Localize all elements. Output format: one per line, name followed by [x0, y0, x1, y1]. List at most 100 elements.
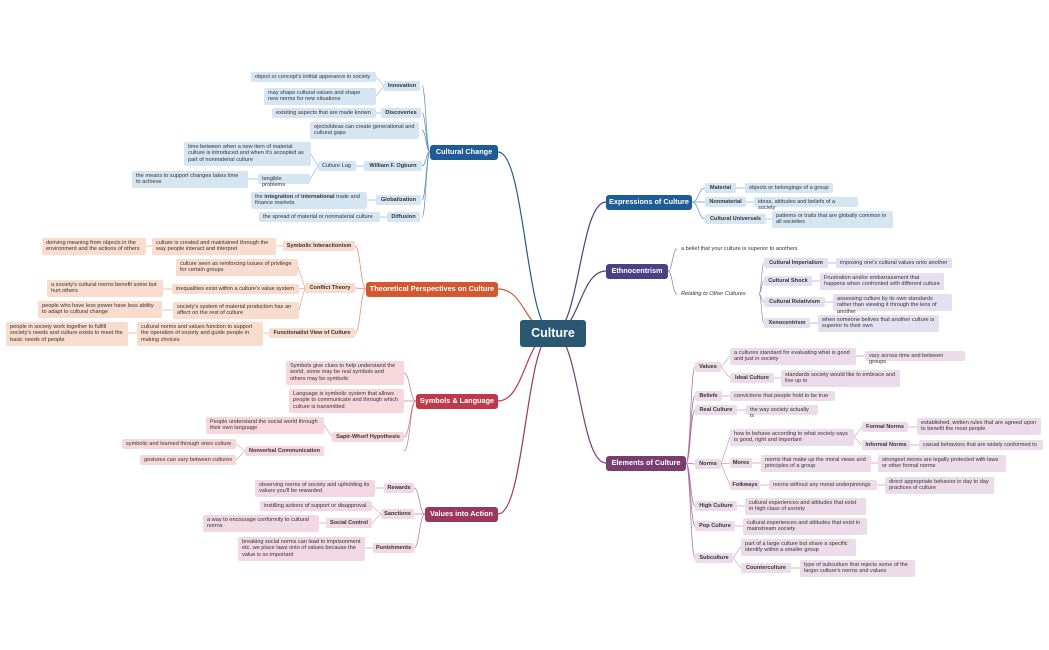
- ideal-culture-detail[interactable]: standards society would like to embrace …: [781, 370, 900, 387]
- imperialism-detail[interactable]: imposing one's cultural values onto anot…: [836, 258, 952, 268]
- sanctions-detail[interactable]: instilling actions of support or disappr…: [260, 501, 372, 511]
- topic-ethnocentrism[interactable]: Ethnocentrism: [606, 264, 668, 279]
- culture-lag-definition[interactable]: time between when a new item of material…: [184, 142, 311, 166]
- conflict-detail-1[interactable]: culture seen as reinforcing issues of pr…: [176, 259, 298, 276]
- topic-rewards[interactable]: Rewards: [384, 483, 414, 493]
- topic-symbolic-interactionism[interactable]: Symbolic Interactionism: [283, 241, 355, 251]
- topic-formal-norms[interactable]: Formal Norms: [862, 422, 908, 432]
- topic-expressions-of-culture[interactable]: Expressions of Culture: [606, 195, 692, 210]
- conflict-detail-2a[interactable]: a society's cultural norms benefit some …: [47, 280, 163, 297]
- topic-high-culture[interactable]: High Culture: [695, 501, 737, 511]
- shock-detail[interactable]: Frustration and/or embarrassment that ha…: [820, 273, 944, 290]
- topic-diffusion[interactable]: Diffusion: [387, 212, 420, 222]
- punishments-detail[interactable]: breaking social norms can lead to impris…: [238, 537, 365, 561]
- functionalist-detail[interactable]: cultural norms and values function to su…: [137, 322, 263, 346]
- topic-nonmaterial[interactable]: Nonmaterial: [705, 197, 746, 207]
- topic-cultural-universals[interactable]: Cultural Universals: [705, 214, 766, 224]
- connector-line: [736, 187, 772, 220]
- topic-punishments[interactable]: Punishments: [373, 543, 414, 553]
- real-culture-detail[interactable]: the way society actually is: [746, 405, 818, 419]
- topic-informal-norms[interactable]: Informal Norms: [862, 440, 910, 450]
- topic-cultural-change[interactable]: Cultural Change: [430, 145, 498, 160]
- symbols-detail[interactable]: Symbols give clues to help understand th…: [286, 361, 404, 385]
- topic-material[interactable]: Material: [705, 183, 736, 193]
- topic-discoveries[interactable]: Discoveries: [381, 108, 421, 118]
- nonverbal-detail-1[interactable]: symbolic and learned through ones cultur…: [122, 439, 236, 449]
- connector-line: [421, 129, 431, 153]
- conflict-detail-3a[interactable]: people who have less power have less abi…: [38, 301, 162, 318]
- topic-counterculture[interactable]: Counterculture: [741, 563, 791, 573]
- topic-nonverbal[interactable]: Nonverbal Communication: [245, 446, 324, 456]
- nonmaterial-detail[interactable]: ideas, attitudes and beliefs of a societ…: [754, 197, 858, 211]
- topic-subculture[interactable]: Subculture: [695, 553, 733, 563]
- root-topic[interactable]: Culture: [520, 320, 586, 347]
- social-control-detail[interactable]: a way to encourage conformity to cultura…: [203, 515, 319, 532]
- mores-detail-2[interactable]: strongest mores are legally protected wi…: [878, 455, 1006, 472]
- folkways-detail[interactable]: norms without any moral underpinnings: [769, 480, 877, 490]
- xenocentrism-detail[interactable]: when someone belives that another cultur…: [818, 315, 939, 332]
- functionalist-detail-2[interactable]: people in society work together to fulfi…: [6, 322, 128, 346]
- discoveries-detail[interactable]: exisiting aspects that are made known: [272, 108, 376, 118]
- topic-functionalist[interactable]: Functionalist View of Culture: [269, 328, 355, 338]
- topic-conflict-theory[interactable]: Conflict Theory: [305, 283, 355, 293]
- topic-values[interactable]: Values: [695, 362, 721, 372]
- topic-ideal-culture[interactable]: Ideal Culture: [730, 373, 774, 383]
- folkways-detail-2[interactable]: direct appropriate behavior in day to da…: [885, 477, 994, 494]
- topic-beliefs[interactable]: Beliefs: [695, 391, 722, 401]
- symbolic-detail[interactable]: culture is created and maintained throug…: [152, 238, 276, 255]
- connector-line: [413, 513, 426, 549]
- topic-folkways[interactable]: Folkways: [730, 480, 760, 490]
- universals-detail[interactable]: patterns or traits that are globally com…: [772, 211, 893, 228]
- material-detail[interactable]: objects or belongings of a group: [745, 183, 833, 193]
- topic-norms[interactable]: Norms: [695, 459, 721, 469]
- topic-cultural-relativism[interactable]: Cultural Relativism: [764, 297, 825, 307]
- topic-real-culture[interactable]: Real Culture: [695, 405, 737, 415]
- symbolic-detail-2[interactable]: deriving meaning from objects in the env…: [42, 238, 146, 255]
- innovation-detail-1[interactable]: object or concept's initital apperance i…: [251, 72, 376, 82]
- topic-cultural-imperialism[interactable]: Cultural Imperialism: [764, 258, 828, 268]
- values-detail[interactable]: a cultures standard for evaluating what …: [730, 348, 856, 365]
- connector-line: [853, 426, 919, 446]
- high-culture-detail[interactable]: cultural experiences and attitudes that …: [745, 498, 866, 515]
- topic-theoretical-perspectives[interactable]: Theoretical Perspectives on Culture: [366, 282, 498, 297]
- relativism-detail[interactable]: assessing culture by its own standards r…: [833, 294, 952, 315]
- topic-elements-of-culture[interactable]: Elements of Culture: [606, 456, 686, 471]
- topic-social-control[interactable]: Social Control: [326, 518, 372, 528]
- topic-ogburn[interactable]: William F. Ogburn: [364, 161, 422, 171]
- topic-sanctions[interactable]: Sanctions: [381, 509, 414, 519]
- informal-norms-detail[interactable]: casual behaviors that are widely conform…: [919, 440, 1043, 450]
- diffusion-detail[interactable]: the spread of material or nonmaterial cu…: [259, 212, 380, 222]
- sapir-whorf-detail[interactable]: People understand the social world throu…: [206, 417, 324, 434]
- tangible-problems[interactable]: tangible problems: [258, 174, 310, 188]
- norms-detail[interactable]: how to behave according to what society …: [730, 429, 854, 446]
- topic-xenocentrism[interactable]: Xenocentrism: [764, 318, 810, 328]
- topic-innovation[interactable]: Innovation: [384, 81, 420, 91]
- culture-lag[interactable]: Culture Lag: [318, 161, 356, 171]
- relating-to-other-cultures[interactable]: Relating to Other Cultures: [681, 290, 746, 297]
- topic-symbols-language[interactable]: Symbols & Language: [416, 394, 498, 409]
- counterculture-detail[interactable]: type of subculture that rejects some of …: [800, 560, 915, 577]
- globalization-detail[interactable]: the integration of international trade a…: [251, 192, 367, 209]
- conflict-detail-2[interactable]: inequalities exist within a culture's va…: [172, 284, 299, 294]
- beliefs-detail[interactable]: convictions that people hold to be true: [730, 391, 835, 401]
- topic-globalization[interactable]: Globalization: [376, 195, 421, 205]
- ethnocentrism-definition[interactable]: a belief that your culture is superior t…: [681, 245, 798, 252]
- nonverbal-detail-2[interactable]: gestures can vary between cultures: [140, 455, 236, 465]
- topic-values-into-action[interactable]: Values into Action: [425, 507, 498, 522]
- gaps-detail[interactable]: ojects/ideas can create generational and…: [310, 122, 419, 139]
- topic-sapir-whorf[interactable]: Sapir-Whorf Hypothesis: [332, 432, 404, 442]
- subculture-detail[interactable]: part of a large culture but share a spec…: [741, 539, 856, 556]
- formal-norms-detail[interactable]: established, written rules that are agre…: [917, 418, 1041, 435]
- mores-detail[interactable]: norms that make up the moral views and p…: [761, 455, 871, 472]
- tangible-problems-detail[interactable]: the means to support changes takes time …: [132, 171, 248, 188]
- language-detail[interactable]: Language is symbolic system that allows …: [289, 389, 404, 413]
- connector-line: [685, 366, 696, 464]
- innovation-detail-2[interactable]: may shape cultural values and shape new …: [264, 88, 376, 105]
- topic-pop-culture[interactable]: Pop Culture: [695, 521, 735, 531]
- topic-cultural-shock[interactable]: Cultural Shock: [764, 276, 812, 286]
- topic-mores[interactable]: Mores: [730, 458, 752, 468]
- rewards-detail[interactable]: observing norms of society and upholding…: [255, 480, 375, 497]
- values-detail-2[interactable]: vary across time and between groups: [865, 351, 965, 365]
- conflict-detail-3[interactable]: society's system of material production …: [173, 302, 299, 319]
- pop-culture-detail[interactable]: cultural experiences and attitudes that …: [743, 518, 867, 535]
